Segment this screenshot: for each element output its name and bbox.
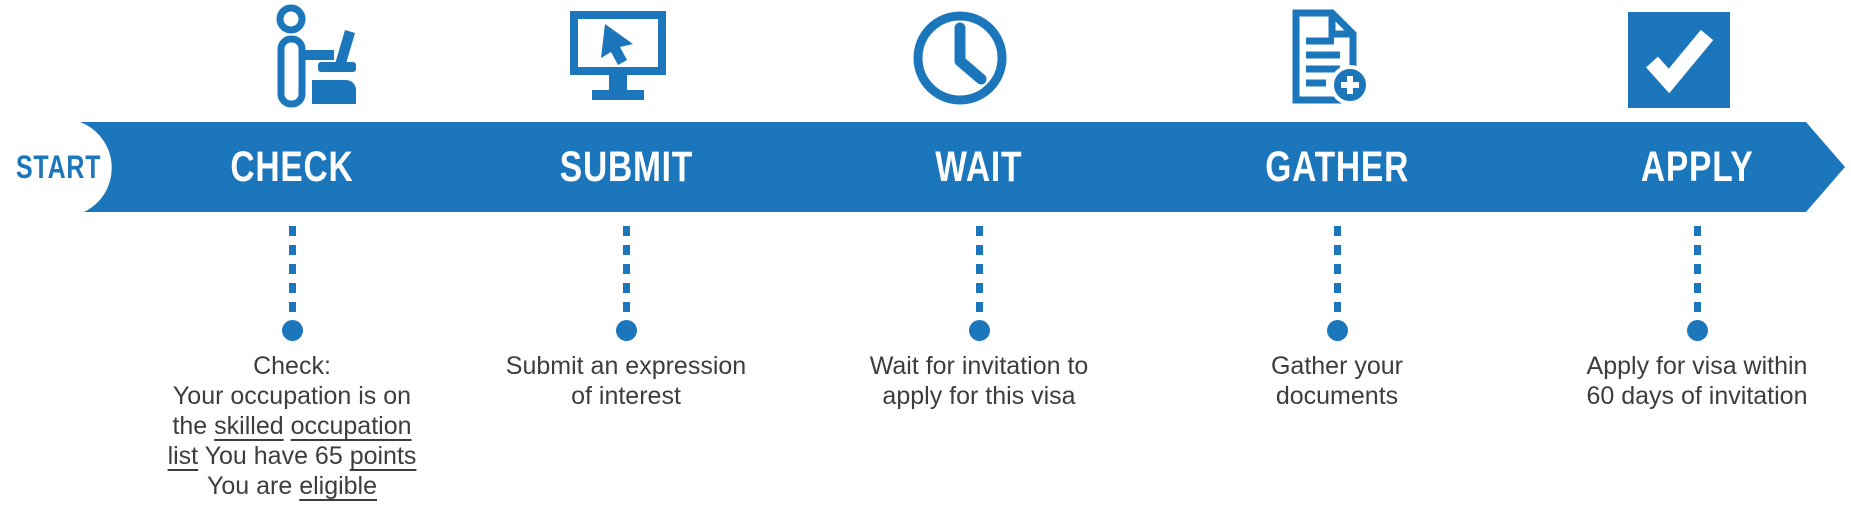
description-line: the skilled occupation	[102, 411, 482, 441]
step-description-wait: Wait for invitation to apply for this vi…	[789, 351, 1169, 411]
step-description-submit: Submit an expression of interest	[436, 351, 816, 411]
link-eligible[interactable]: eligible	[299, 472, 378, 500]
connector-dot	[968, 320, 990, 341]
description-text: the	[172, 412, 215, 440]
connector-dot	[1686, 320, 1708, 341]
dotted-connector	[1693, 226, 1701, 314]
dotted-connector	[975, 226, 983, 314]
description-line: documents	[1147, 381, 1527, 411]
connector-dot	[281, 320, 303, 341]
link-occupation[interactable]: occupation	[290, 412, 412, 440]
step-description-check: Check: Your occupation is on the skilled…	[102, 351, 482, 501]
step-column-apply: APPLY Apply for visa within 60 days of i…	[1517, 0, 1851, 513]
step-description-gather: Gather your documents	[1147, 351, 1527, 411]
link-points[interactable]: points	[349, 442, 417, 470]
step-label-gather: GATHER	[1265, 142, 1409, 191]
description-text: documents	[1275, 382, 1399, 410]
description-text: Your occupation is on	[172, 382, 412, 410]
description-text: Wait for invitation to	[869, 352, 1089, 380]
dotted-connector	[622, 226, 630, 314]
step-column-wait: WAIT Wait for invitation to apply for th…	[799, 0, 1159, 513]
description-text: apply for this visa	[882, 382, 1076, 410]
description-text: Apply for visa within	[1586, 352, 1808, 380]
step-label-wait: WAIT	[935, 142, 1023, 191]
description-line: 60 days of invitation	[1507, 381, 1851, 411]
description-text: of interest	[571, 382, 681, 410]
description-text: Check:	[253, 352, 331, 380]
connector-dot	[615, 320, 637, 341]
description-line: list You have 65 points	[102, 441, 482, 471]
description-line: Gather your	[1147, 351, 1527, 381]
description-text	[284, 412, 291, 440]
description-line: Your occupation is on	[102, 381, 482, 411]
step-column-check: CHECK Check: Your occupation is on the s…	[112, 0, 472, 513]
step-column-gather: GATHER Gather your documents	[1157, 0, 1517, 513]
document-plus-icon	[1142, 0, 1502, 108]
step-label-submit: SUBMIT	[559, 142, 693, 191]
description-line: Apply for visa within	[1507, 351, 1851, 381]
step-label-check: CHECK	[230, 142, 354, 191]
start-label: START	[16, 148, 102, 185]
monitor-cursor-icon	[438, 0, 798, 108]
description-line: apply for this visa	[789, 381, 1169, 411]
checkbox-check-icon	[1499, 0, 1851, 108]
dotted-connector	[1333, 226, 1341, 314]
description-text: You are	[206, 472, 300, 500]
description-line: Check:	[102, 351, 482, 381]
description-text: Submit an expression	[505, 352, 747, 380]
connector-dot	[1326, 320, 1348, 341]
person-laptop-icon	[130, 0, 490, 108]
description-text: Gather your	[1270, 352, 1403, 380]
description-line: Submit an expression	[436, 351, 816, 381]
description-line: Wait for invitation to	[789, 351, 1169, 381]
link-skilled[interactable]: skilled	[214, 412, 284, 440]
dotted-connector	[288, 226, 296, 314]
step-column-submit: SUBMIT Submit an expression of interest	[446, 0, 806, 513]
link-list[interactable]: list	[167, 442, 199, 470]
timeline-arrow-banner	[80, 122, 1845, 212]
description-line: of interest	[436, 381, 816, 411]
description-line: You are eligible	[102, 471, 482, 501]
step-label-apply: APPLY	[1640, 142, 1754, 191]
clock-icon	[780, 0, 1140, 108]
description-text: You have 65	[198, 442, 350, 470]
step-description-apply: Apply for visa within 60 days of invitat…	[1507, 351, 1851, 411]
description-text: 60 days of invitation	[1586, 382, 1808, 410]
